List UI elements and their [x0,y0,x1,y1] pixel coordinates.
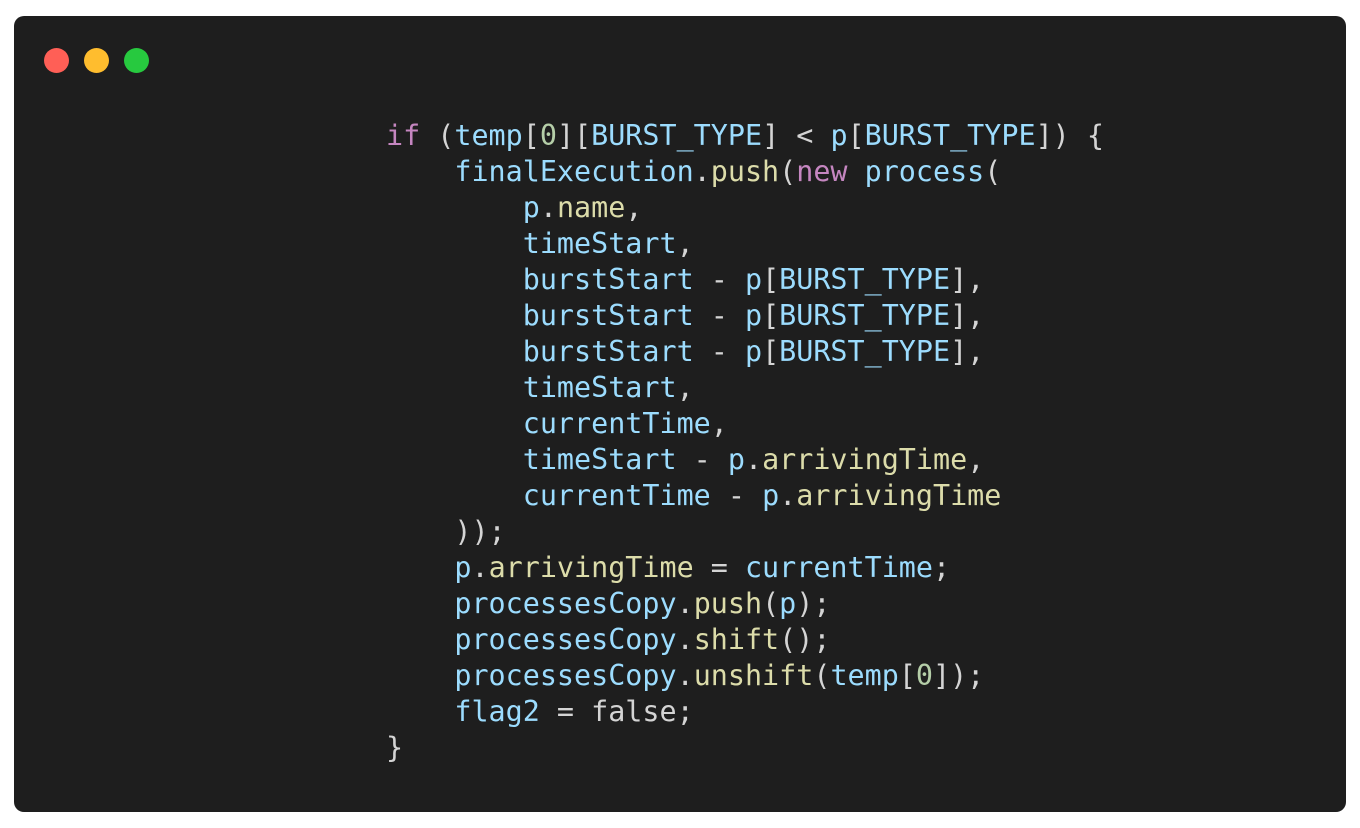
code-line: timeStart - p.arrivingTime, [522,443,985,476]
code-line: burstStart - p[BURST_TYPE], [522,263,985,296]
code-line: burstStart - p[BURST_TYPE], [522,335,985,368]
code-window: if (temp[0][BURST_TYPE] < p[BURST_TYPE])… [14,16,1346,812]
code-line: currentTime, [522,407,728,440]
code-line: p.arrivingTime = currentTime; [454,551,951,584]
code-line: processesCopy.push(p); [454,587,831,620]
code-line: if (temp[0][BURST_TYPE] < p[BURST_TYPE])… [386,119,1104,152]
code-block: if (temp[0][BURST_TYPE] < p[BURST_TYPE])… [386,118,1104,766]
maximize-dot-icon[interactable] [124,48,149,73]
code-line: } [386,731,404,764]
code-line: finalExecution.push(new process( [454,155,1002,188]
code-line: flag2 = false; [454,695,694,728]
minimize-dot-icon[interactable] [84,48,109,73]
code-line: processesCopy.unshift(temp[0]); [454,659,985,692]
code-line: processesCopy.shift(); [454,623,831,656]
code-line: timeStart, [522,227,694,260]
code-line: timeStart, [522,371,694,404]
code-line: currentTime - p.arrivingTime [522,479,1002,512]
code-line: )); [386,515,506,548]
code-line: p.name, [522,191,643,224]
close-dot-icon[interactable] [44,48,69,73]
code-line: burstStart - p[BURST_TYPE], [522,299,985,332]
